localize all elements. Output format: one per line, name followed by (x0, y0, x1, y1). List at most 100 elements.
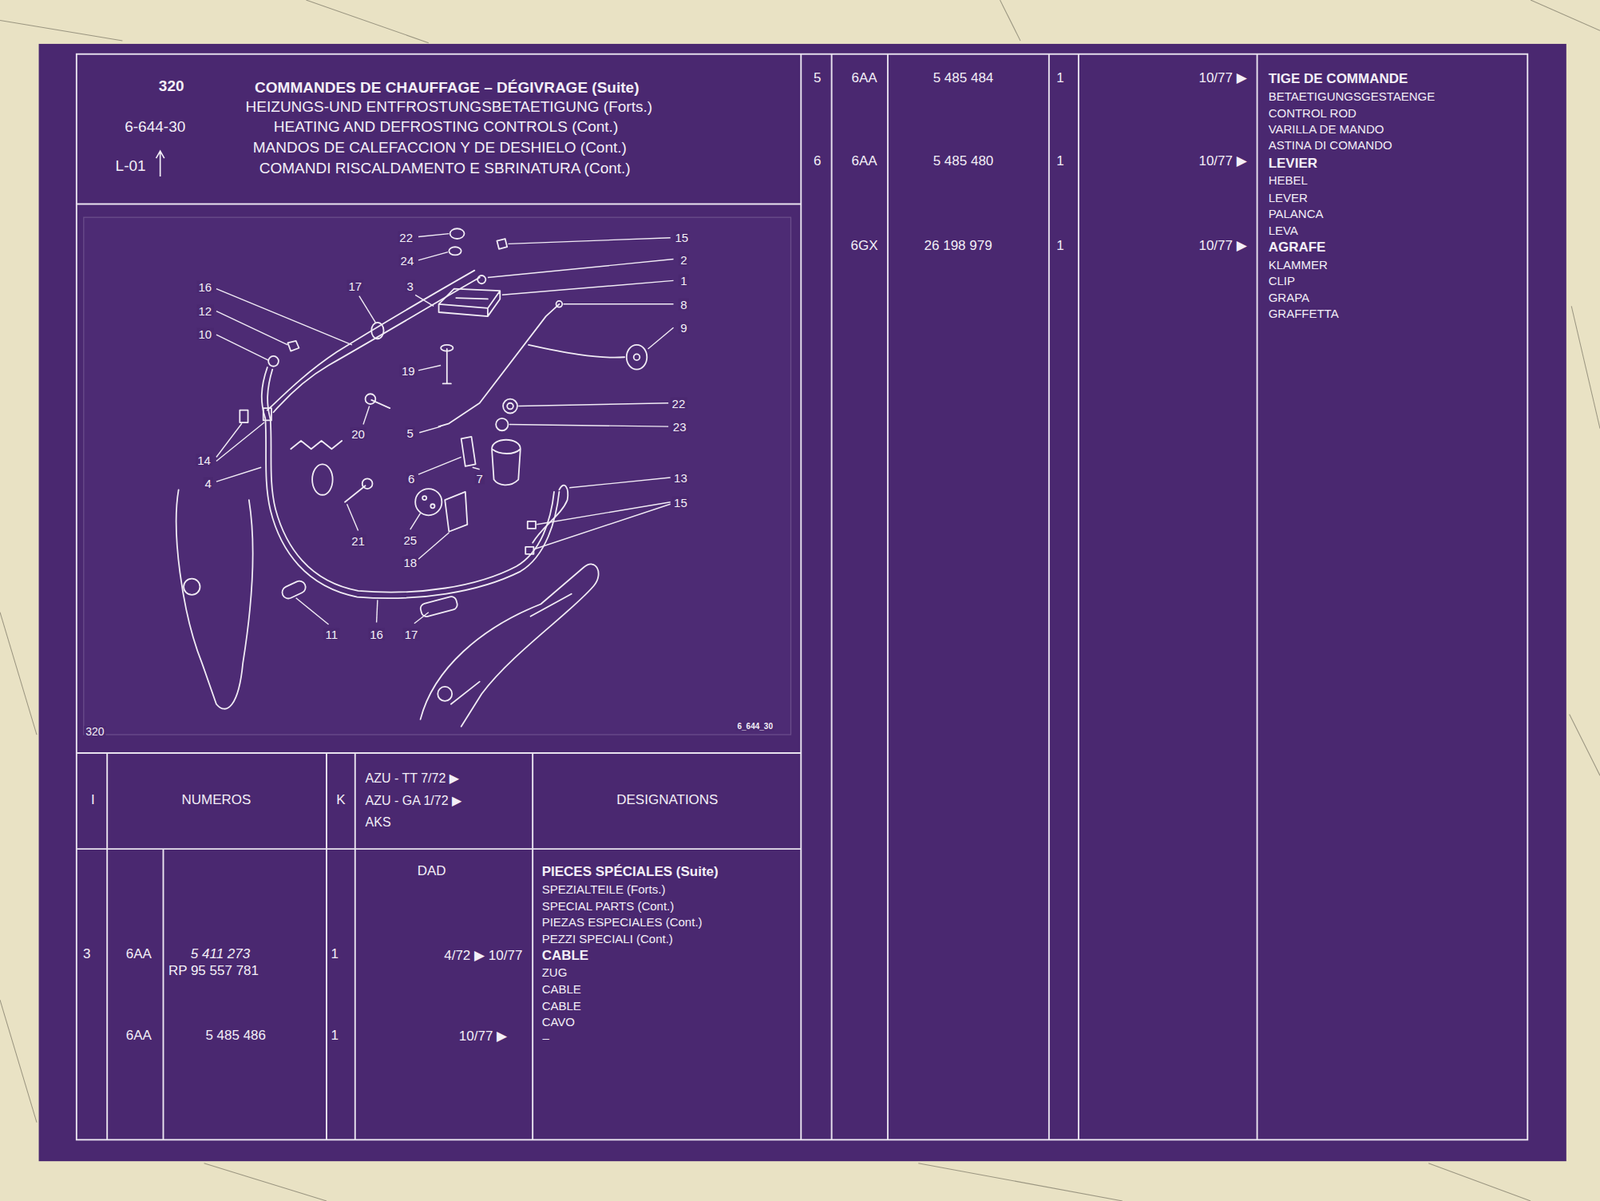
table-cell: COMANDI RISCALDAMENTO E SBRINATURA (Cont… (259, 159, 631, 175)
leader-line (418, 364, 441, 370)
up-arrow (156, 150, 165, 177)
duct-outline (176, 489, 254, 709)
table-cell: 5 485 484 (933, 71, 995, 85)
scratch (1530, 0, 1600, 31)
table-cell: PIECES SPÉCIALES (Suite) (542, 864, 719, 879)
lever (461, 436, 476, 467)
table-cell: 320 (158, 78, 185, 94)
table-cell: KLAMMER (1268, 258, 1328, 271)
table-cell: 5 485 480 (933, 153, 995, 167)
callout-number: 22 (397, 230, 415, 243)
washer (448, 246, 461, 255)
callout-number: 3 (405, 279, 416, 292)
outlet (491, 439, 521, 486)
table-cell: CONTROL ROD (1268, 106, 1357, 119)
knob (477, 275, 486, 284)
table-cell: L-01 (115, 158, 147, 174)
screw (443, 348, 452, 384)
table-cell: 5 (813, 71, 821, 85)
leader-line (376, 599, 378, 622)
slider (280, 578, 308, 601)
table-cell: AZU - TT 7/72 ▶ (365, 772, 460, 785)
table-cell: 26 198 979 (924, 237, 993, 252)
table-cell: 1 (1056, 71, 1064, 85)
clip (525, 546, 534, 555)
clip (239, 410, 248, 423)
callout-number: 1 (678, 274, 689, 287)
table-cell: GRAPA (1268, 290, 1310, 303)
exploded-view (176, 228, 647, 727)
table-cell: SPEZIALTEILE (Forts.) (542, 883, 666, 896)
table-cell: AKS (365, 815, 392, 829)
right-columns (831, 54, 1258, 1141)
table-cell: 6GX (851, 237, 879, 252)
leader-line (418, 456, 462, 475)
leader-line (518, 403, 669, 407)
leader-line (419, 426, 441, 433)
table-cell: HEBEL (1268, 173, 1308, 186)
scratch (0, 612, 37, 735)
table-frame (76, 54, 1528, 1141)
knob (626, 344, 648, 370)
table-cell: MANDOS DE CALEFACCION Y DE DESHIELO (Con… (253, 139, 627, 155)
leader-line (487, 259, 674, 278)
callout-number: 16 (197, 281, 214, 294)
callout-number: 9 (678, 321, 689, 334)
table-cell: I (91, 792, 96, 806)
plate (444, 491, 468, 532)
leader-line (472, 467, 480, 470)
table-cell: LEVA (1268, 223, 1299, 236)
table-cell: CLIP (1268, 274, 1296, 287)
scratch (0, 20, 123, 42)
washer (502, 399, 518, 414)
disc (415, 488, 442, 515)
leader-line (418, 252, 448, 261)
table-cell: GRAFFETTA (1268, 307, 1339, 320)
clip (527, 521, 536, 529)
disc-hole (422, 495, 427, 500)
table-cell: 10/77 ▶ (1198, 153, 1247, 167)
clip (287, 340, 299, 352)
table-cell: 10/77 ▶ (1198, 237, 1247, 252)
table-cell: CABLE (542, 948, 590, 963)
duct-detail (451, 594, 572, 705)
table-cell: 6 (813, 153, 821, 167)
control-box (439, 289, 501, 317)
screw-head (440, 344, 453, 352)
leader-line (216, 422, 265, 462)
callout-number: 4 (203, 476, 214, 489)
screw-head (365, 393, 377, 404)
table-cell: ASTINA DI COMANDO (1268, 138, 1393, 151)
table-cell: AZU - GA 1/72 ▶ (365, 794, 463, 808)
leader-line (562, 303, 674, 305)
left-columns (106, 752, 533, 1140)
leader-line (536, 502, 670, 525)
page-title: COMMANDES DE CHAUFFAGE – DÉGIVRAGE (Suit… (254, 79, 639, 95)
duct-outline (420, 563, 599, 726)
table-cell: HEATING AND DEFROSTING CONTROLS (Cont.) (273, 118, 618, 135)
table-cell: SPECIAL PARTS (Cont.) (542, 899, 675, 911)
purple-panel (39, 43, 1567, 1161)
clip (263, 407, 272, 420)
cable (267, 369, 555, 593)
table-cell: DESIGNATIONS (616, 792, 718, 806)
table-cell: 1 (1056, 237, 1064, 252)
cable (532, 485, 568, 543)
callout-number: 5 (405, 426, 416, 439)
leader-line (502, 280, 674, 295)
scratch (1428, 1163, 1531, 1201)
table-cell: – (542, 1030, 550, 1043)
table-cell: PEZZI SPECIALI (Cont.) (542, 931, 674, 944)
leader-line (410, 513, 421, 530)
table-cell: NUMEROS (181, 792, 251, 806)
leader-line (216, 289, 353, 345)
leader-line (569, 477, 671, 488)
table-cell: BETAETIGUNGSGESTAENGE (1268, 90, 1436, 103)
cable (528, 344, 625, 358)
outer-frame (76, 54, 1528, 1141)
leader-line (359, 296, 376, 323)
table-cell: CAVO (542, 1015, 575, 1028)
